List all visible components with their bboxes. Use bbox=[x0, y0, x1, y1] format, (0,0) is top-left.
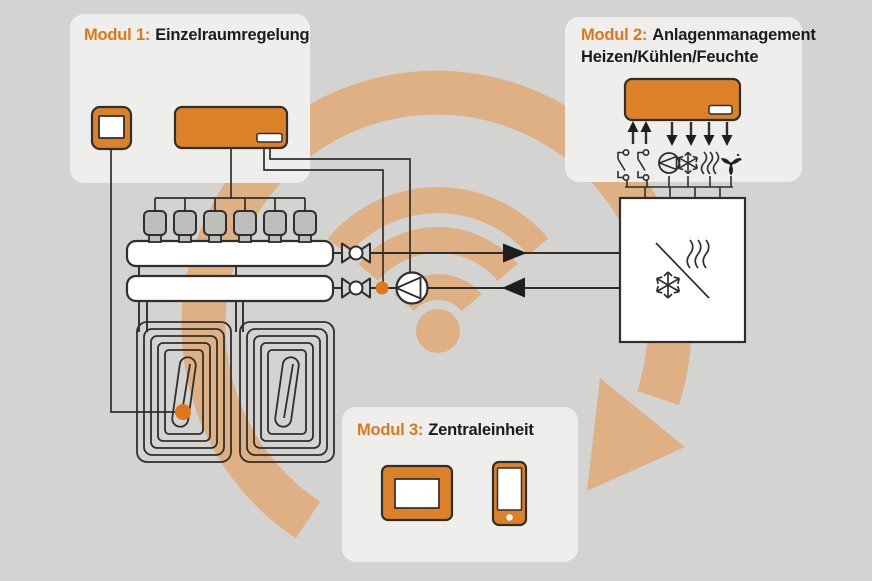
module2-title-prefix: Modul 2: bbox=[581, 26, 648, 44]
module2-title: Modul 2:Anlagenmanagement Heizen/Kühlen/… bbox=[581, 24, 816, 68]
smartphone bbox=[491, 460, 528, 527]
switch-contact-icon bbox=[617, 149, 630, 182]
floor-heating-loop-left bbox=[136, 321, 232, 463]
control-wiring bbox=[110, 148, 411, 413]
room-thermostat bbox=[90, 105, 133, 151]
flow-arrowhead bbox=[587, 378, 685, 491]
flow-arrow-left bbox=[502, 277, 525, 298]
floor-sensor-dot bbox=[175, 404, 191, 420]
module3-title: Modul 3:Zentraleinheit bbox=[357, 419, 534, 441]
module2-title-text: Anlagenmanagement bbox=[652, 26, 816, 44]
flow-arrow-right bbox=[503, 243, 527, 263]
pipe-sensor-dot bbox=[375, 281, 389, 295]
heating-manifold bbox=[125, 239, 335, 303]
floor-heating-loop-right bbox=[239, 321, 335, 463]
fan-icon bbox=[721, 153, 742, 176]
module1-title: Modul 1:Einzelraumregelung bbox=[84, 24, 310, 46]
module3-title-prefix: Modul 3: bbox=[357, 421, 424, 439]
base-controller bbox=[173, 105, 289, 150]
system-controller bbox=[623, 77, 742, 122]
module1-title-prefix: Modul 1: bbox=[84, 26, 151, 44]
module2-subtitle: Heizen/Kühlen/Feuchte bbox=[581, 48, 759, 66]
circulation-pump-icon bbox=[395, 271, 429, 305]
touch-panel bbox=[380, 464, 454, 522]
switch-contact-icon bbox=[637, 149, 650, 182]
valve-icon-top bbox=[341, 242, 371, 264]
valve-actuators bbox=[143, 210, 317, 243]
valve-icon-bottom bbox=[341, 277, 371, 299]
heating-cooling-unit bbox=[618, 196, 747, 344]
io-arrows bbox=[627, 121, 733, 146]
wifi-icon bbox=[327, 187, 549, 353]
pump-icon bbox=[658, 152, 680, 174]
module1-title-text: Einzelraumregelung bbox=[155, 26, 310, 44]
module3-title-text: Zentraleinheit bbox=[428, 421, 534, 439]
io-icon-row bbox=[617, 149, 742, 182]
unit-wiring bbox=[625, 176, 733, 198]
